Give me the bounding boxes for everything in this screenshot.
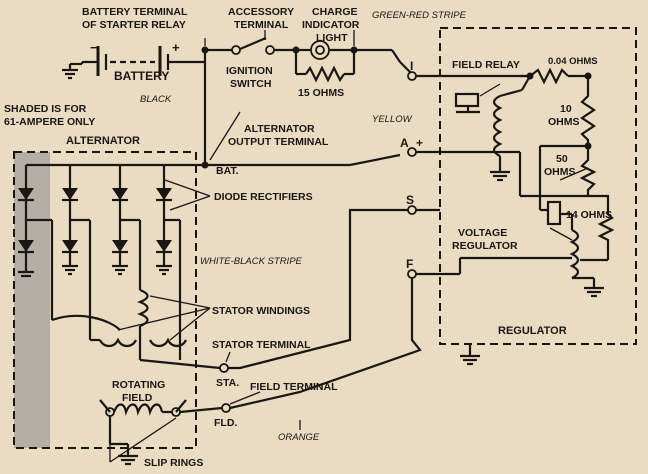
label-diode-rectifiers: DIODE RECTIFIERS	[214, 191, 313, 203]
label-field-terminal: FIELD TERMINAL	[250, 381, 338, 393]
terminal-f	[407, 269, 417, 279]
terminal-s	[407, 205, 417, 215]
regulator-box	[439, 27, 637, 345]
terminal-f-label: F	[406, 257, 413, 271]
fld-terminal	[221, 403, 231, 413]
label-green-red-stripe: GREEN-RED STRIPE	[372, 10, 467, 21]
label-14-ohms: 14 OHMS	[566, 209, 612, 221]
ignition-switch-symbol	[205, 36, 296, 55]
label-shaded-2: 61-AMPERE ONLY	[4, 116, 95, 128]
svg-text:−: −	[90, 40, 98, 55]
label-switch: SWITCH	[230, 78, 271, 90]
label-field-relay: FIELD RELAY	[452, 59, 520, 71]
label-50: 50	[556, 153, 568, 165]
label-alt-output-1: ALTERNATOR	[244, 123, 315, 135]
label-slip-rings: SLIP RINGS	[144, 457, 203, 469]
label-yellow: YELLOW	[372, 114, 413, 125]
label-white-black-stripe: WHITE-BLACK STRIPE	[200, 256, 303, 267]
label-rotating: ROTATING	[112, 379, 165, 391]
label-fld: FLD.	[214, 417, 237, 429]
battery-symbol: − +	[82, 40, 205, 76]
label-ignition: IGNITION	[226, 65, 273, 77]
rotating-field	[99, 399, 223, 466]
label-regulator-lbl: REGULATOR	[452, 240, 518, 252]
label-accessory-terminal: TERMINAL	[234, 19, 289, 31]
stator-windings	[51, 288, 221, 370]
label-battery-terminal: BATTERY TERMINAL	[82, 6, 188, 18]
label-battery: BATTERY	[114, 69, 169, 83]
label-10: 10	[560, 103, 572, 115]
label-charge: CHARGE	[312, 6, 358, 18]
label-50-ohms: OHMS	[544, 166, 576, 178]
label-black: BLACK	[140, 94, 172, 105]
label-regulator-box: REGULATOR	[498, 325, 567, 337]
field-relay-symbol	[454, 75, 531, 182]
label-sta: STA.	[216, 377, 239, 389]
label-15-ohms: 15 OHMS	[298, 87, 344, 99]
label-shaded-1: SHADED IS FOR	[4, 103, 87, 115]
leader-lines	[109, 30, 589, 463]
label-bat: BAT.	[216, 165, 239, 177]
label-stator-windings: STATOR WINDINGS	[212, 305, 310, 317]
label-alt-output-2: OUTPUT TERMINAL	[228, 136, 329, 148]
voltage-regulator-contacts	[540, 200, 604, 298]
label-voltage: VOLTAGE	[458, 227, 507, 239]
sta-terminal	[219, 363, 229, 373]
terminal-a	[407, 147, 417, 157]
shaded-region	[14, 152, 50, 448]
label-accessory: ACCESSORY	[228, 6, 294, 18]
yellow-wire	[205, 153, 401, 167]
orange-wire	[229, 278, 422, 410]
terminal-s-label: S	[406, 193, 414, 207]
terminal-a-plus: +	[416, 136, 423, 150]
svg-text:+: +	[172, 40, 180, 55]
alternator-box	[13, 151, 197, 449]
label-alternator: ALTERNATOR	[66, 135, 140, 147]
label-10-ohms: OHMS	[548, 116, 580, 128]
label-orange: ORANGE	[278, 432, 320, 443]
label-indicator: INDICATOR	[302, 19, 360, 31]
label-004-ohms: 0.04 OHMS	[548, 56, 598, 67]
terminal-i-label: I	[410, 59, 413, 73]
label-field: FIELD	[122, 392, 153, 404]
label-of-starter-relay: OF STARTER RELAY	[82, 19, 186, 31]
charge-indicator-light-icon	[294, 40, 356, 83]
diode-rectifiers	[18, 163, 205, 360]
terminal-a-label: A	[400, 136, 409, 150]
terminal-i	[407, 71, 417, 81]
battery-ground-icon	[62, 62, 84, 80]
label-light: LIGHT	[316, 32, 348, 44]
white-black-stripe-wire	[228, 208, 408, 370]
label-stator-terminal: STATOR TERMINAL	[212, 339, 311, 351]
regulator-ground-icon	[460, 344, 480, 366]
